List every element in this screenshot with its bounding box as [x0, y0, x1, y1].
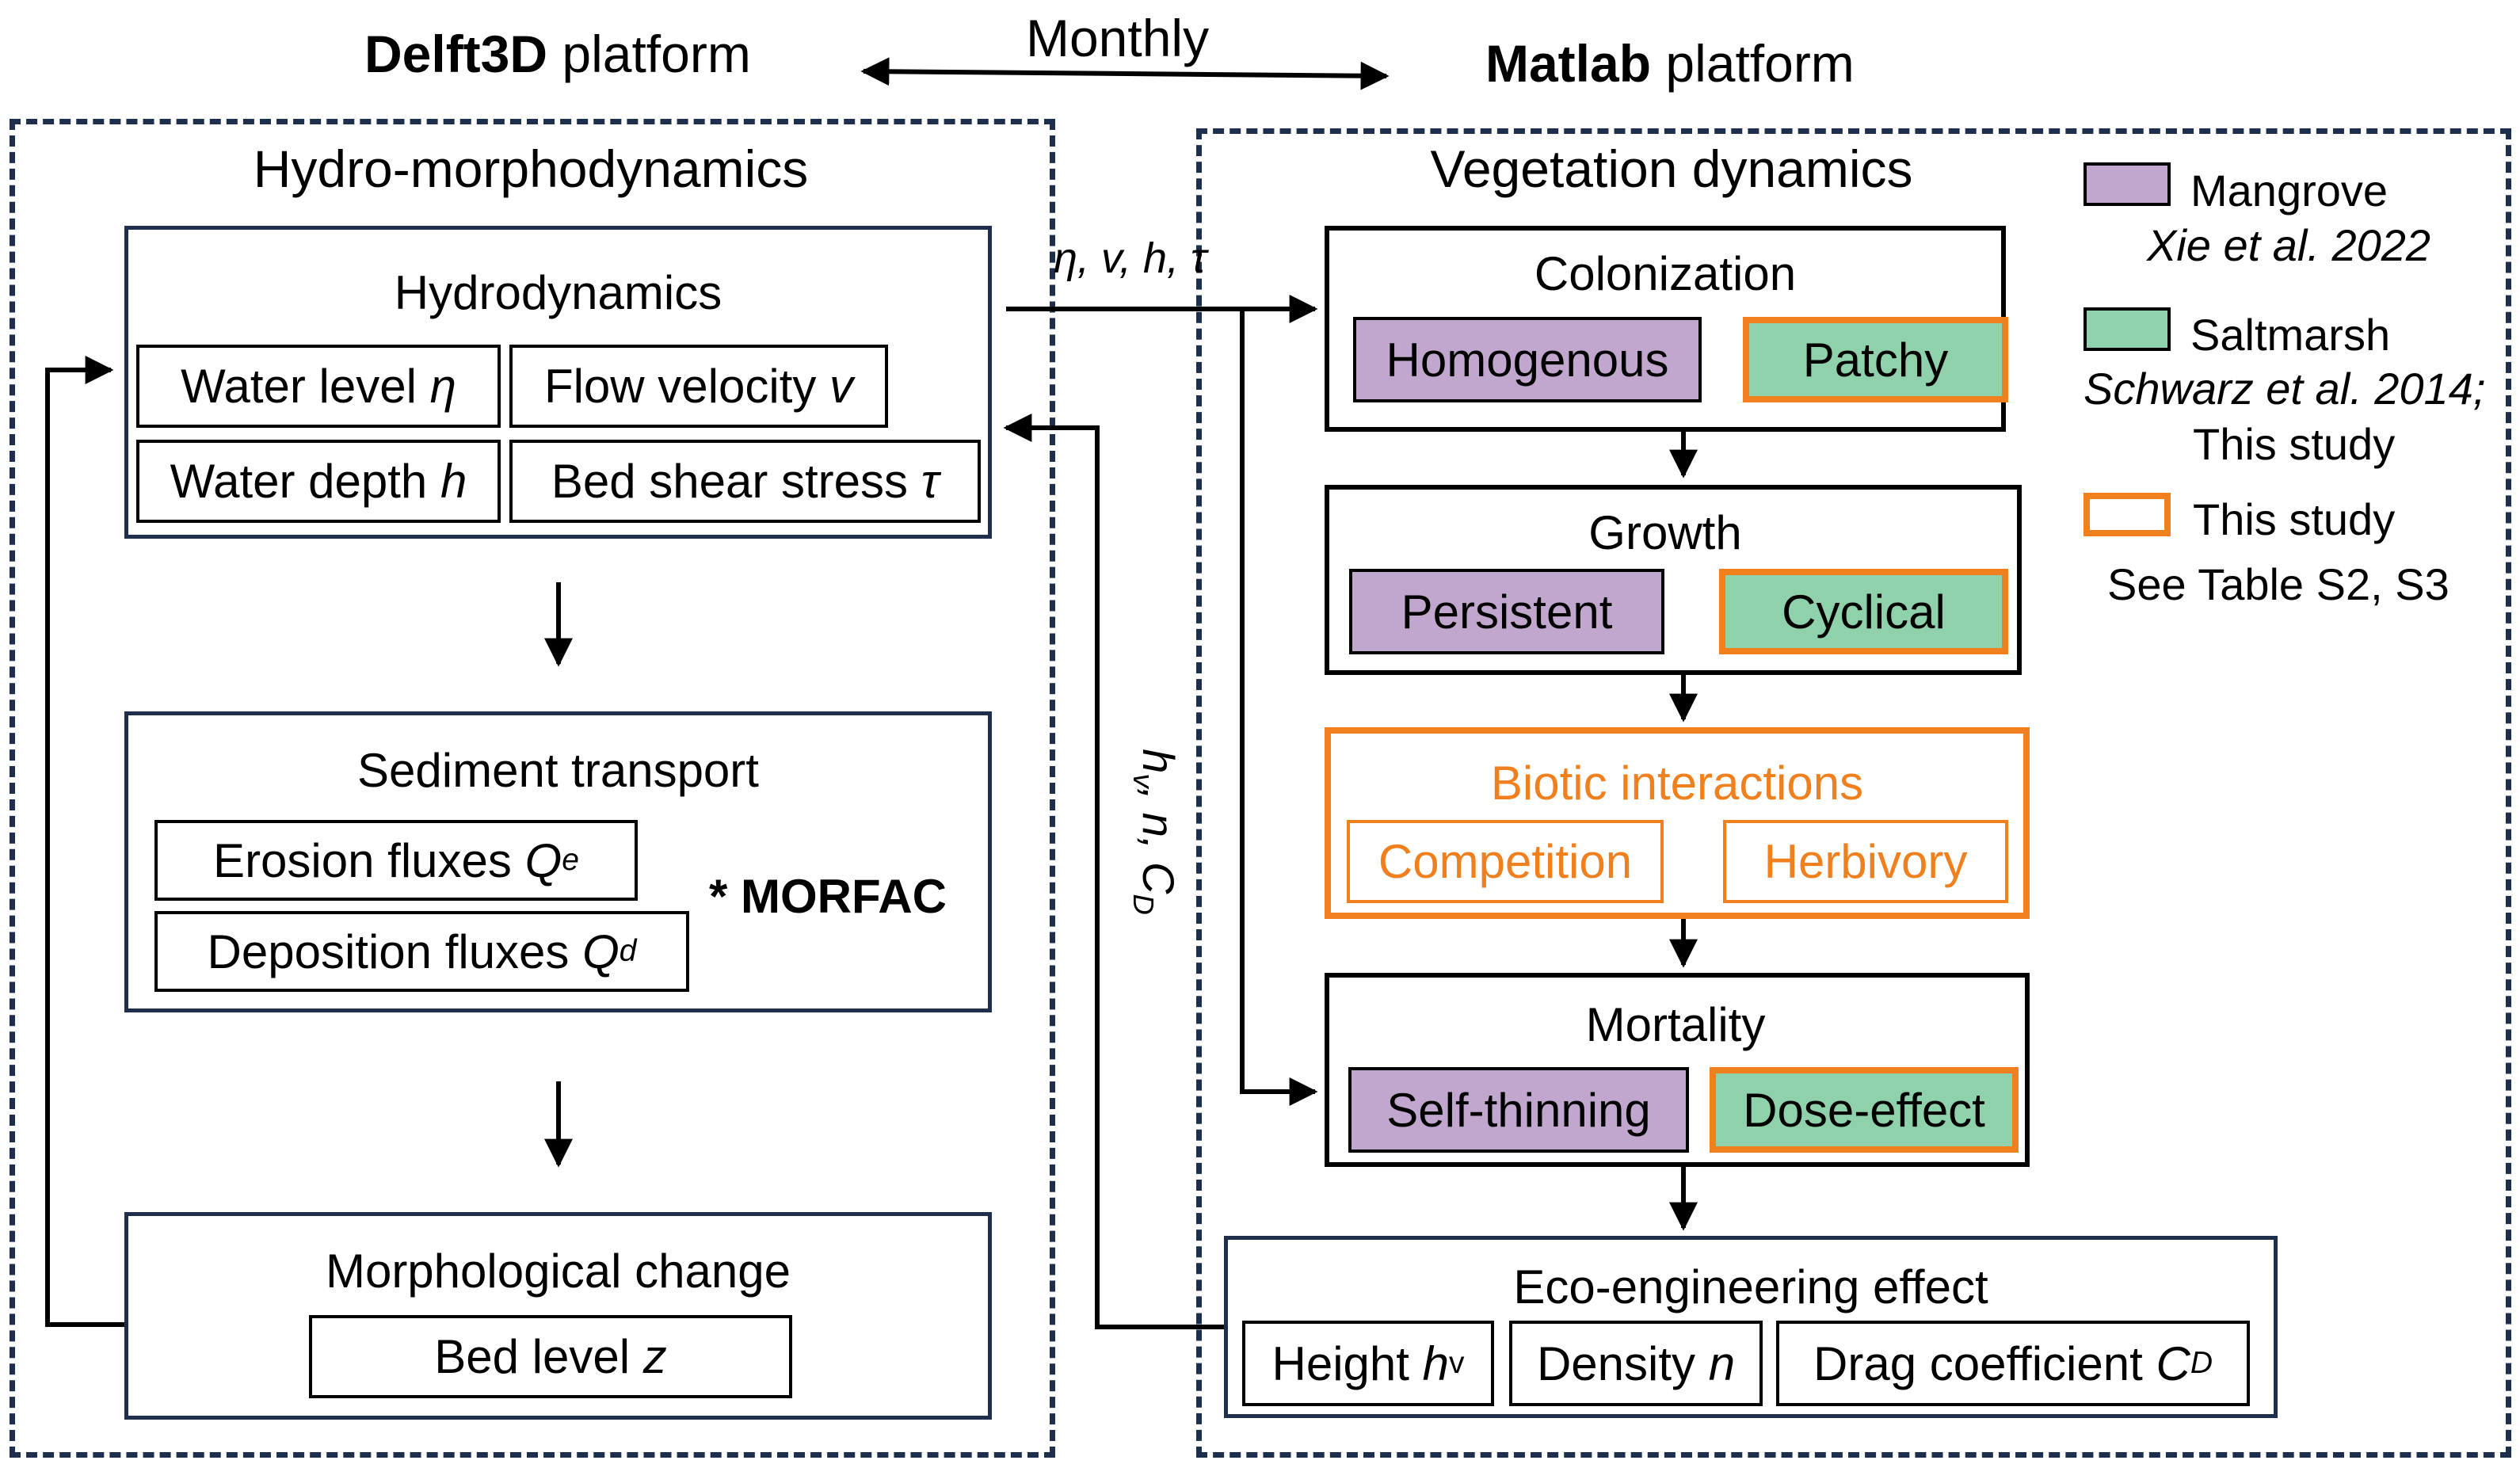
erosion-fluxes-text: Erosion fluxes — [213, 833, 525, 887]
sediment-transport-title: Sediment transport — [357, 744, 759, 797]
morphological-change-box: Morphological change — [124, 1212, 992, 1420]
homogenous-cell: Homogenous — [1353, 317, 1702, 402]
competition-text: Competition — [1378, 835, 1633, 888]
deposition-fluxes-text: Deposition fluxes — [207, 925, 583, 978]
legend-saltmarsh-label: Saltmarsh — [2190, 310, 2391, 360]
persistent-text: Persistent — [1401, 585, 1613, 639]
patchy-cell: Patchy — [1743, 317, 2008, 402]
dose-effect-cell: Dose-effect — [1710, 1067, 2019, 1153]
sediment-transport-box: Sediment transport — [124, 711, 992, 1012]
bed-shear-stress-symbol: τ — [921, 455, 940, 508]
legend-saltmarsh-swatch — [2083, 307, 2171, 351]
hydrodynamics-box: Hydrodynamics — [124, 226, 992, 539]
deposition-fluxes-sub: d — [619, 934, 637, 968]
deposition-fluxes-symbol: Q — [582, 925, 620, 978]
height-symbol: h — [1422, 1336, 1449, 1390]
mortality-title: Mortality — [1585, 998, 1766, 1051]
water-level-text: Water level — [181, 360, 430, 413]
legend-mangrove-label: Mangrove — [2190, 166, 2388, 215]
legend-saltmarsh-ref2: This study — [2193, 419, 2396, 469]
density-cell: Density n — [1509, 1321, 1763, 1406]
legend-saltmarsh-ref: Schwarz et al. 2014; — [2083, 364, 2486, 414]
morfac-label: * MORFAC — [709, 870, 947, 923]
water-depth-text: Water depth — [170, 455, 440, 508]
drag-coefficient-sub: D — [2190, 1346, 2213, 1380]
drag-coefficient-text: Drag coefficient — [1813, 1336, 2156, 1390]
legend-this-study-swatch — [2083, 493, 2171, 536]
legend-table-note: See Table S2, S3 — [2107, 559, 2449, 609]
patchy-text: Patchy — [1802, 333, 1949, 387]
eco-engineering-box: Eco-engineering effect — [1224, 1236, 2278, 1418]
to-hydro-h: h — [1134, 749, 1184, 774]
drag-coefficient-symbol: C — [2156, 1336, 2190, 1390]
delft3d-rest: platform — [547, 25, 751, 83]
self-thinning-cell: Self-thinning — [1348, 1067, 1689, 1153]
homogenous-text: Homogenous — [1386, 333, 1669, 387]
persistent-cell: Persistent — [1349, 569, 1664, 654]
legend-this-study-label: This study — [2193, 494, 2396, 544]
bed-level-cell: Bed level z — [309, 1315, 792, 1398]
hydro-morphodynamics-title: Hydro-morphodynamics — [253, 139, 809, 198]
vegetation-dynamics-title: Vegetation dynamics — [1430, 139, 1913, 198]
colonization-title: Colonization — [1534, 247, 1797, 300]
legend-mangrove-ref: Xie et al. 2022 — [2147, 220, 2431, 270]
to-vegetation-label: η, v, h, τ — [1054, 234, 1207, 282]
matlab-rest: platform — [1651, 34, 1855, 93]
matlab-bold: Matlab — [1485, 34, 1652, 93]
herbivory-cell: Herbivory — [1723, 820, 2008, 903]
height-sub: v — [1448, 1346, 1465, 1380]
growth-box: Growth — [1325, 485, 2022, 675]
erosion-fluxes-symbol: Q — [524, 833, 562, 887]
density-text: Density — [1536, 1336, 1709, 1390]
legend-mangrove-swatch — [2083, 162, 2171, 206]
water-level-cell: Water level η — [136, 345, 501, 428]
flow-velocity-text: Flow velocity — [543, 360, 830, 413]
bed-shear-stress-cell: Bed shear stress τ — [509, 440, 981, 523]
bed-level-text: Bed level — [434, 1330, 643, 1383]
to-hydro-hsub: v — [1127, 773, 1160, 788]
flow-velocity-cell: Flow velocity v — [509, 345, 888, 428]
herbivory-text: Herbivory — [1763, 835, 1968, 888]
self-thinning-text: Self-thinning — [1386, 1083, 1651, 1137]
water-depth-symbol: h — [440, 455, 467, 508]
biotic-interactions-title: Biotic interactions — [1490, 757, 1864, 810]
competition-cell: Competition — [1347, 820, 1664, 903]
flow-velocity-symbol: v — [829, 360, 854, 413]
to-hydro-rest: , n, C — [1134, 787, 1184, 894]
monthly-double-arrow — [860, 57, 1390, 90]
growth-title: Growth — [1588, 506, 1742, 559]
coupling-label: Monthly — [1026, 9, 1210, 67]
matlab-platform-title: Matlab platform — [1485, 33, 1855, 93]
erosion-fluxes-sub: e — [562, 843, 579, 877]
delft3d-platform-title: Delft3D platform — [364, 24, 751, 84]
height-text: Height — [1271, 1336, 1423, 1390]
biotic-interactions-box: Biotic interactions — [1325, 727, 2030, 919]
hydrodynamics-title: Hydrodynamics — [394, 266, 722, 319]
water-depth-cell: Water depth h — [136, 440, 501, 523]
to-hydro-csub: D — [1127, 894, 1160, 915]
density-symbol: n — [1708, 1336, 1736, 1390]
eco-engineering-title: Eco-engineering effect — [1513, 1260, 1988, 1313]
mortality-box: Mortality — [1325, 973, 2030, 1167]
cyclical-text: Cyclical — [1782, 585, 1946, 639]
delft3d-bold: Delft3D — [364, 25, 548, 83]
cyclical-cell: Cyclical — [1719, 569, 2008, 654]
dose-effect-text: Dose-effect — [1743, 1083, 1985, 1137]
morphological-change-title: Morphological change — [325, 1245, 791, 1298]
water-level-symbol: η — [429, 360, 456, 413]
bed-level-symbol: z — [642, 1330, 667, 1383]
bed-shear-stress-text: Bed shear stress — [551, 455, 921, 508]
